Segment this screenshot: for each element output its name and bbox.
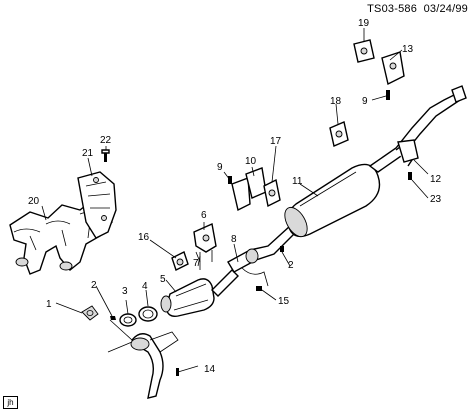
callout-1: 1 xyxy=(46,299,52,310)
callout-5: 5 xyxy=(160,274,166,285)
callout-16: 16 xyxy=(138,232,150,243)
callout-8: 8 xyxy=(231,234,237,245)
callout-9: 9 xyxy=(217,162,223,173)
callout-7: 7 xyxy=(193,258,199,269)
callout-15: 15 xyxy=(278,296,290,307)
callout-14: 14 xyxy=(204,364,216,375)
callout-11: 11 xyxy=(292,176,303,187)
callout-2: 2 xyxy=(91,280,97,291)
callout-23: 23 xyxy=(430,194,442,205)
callout-9b: 9 xyxy=(362,96,368,107)
pipe-gasket xyxy=(138,306,158,322)
callout-13: 13 xyxy=(402,44,414,55)
manifold-heat-shield xyxy=(77,171,117,239)
tailpipe-bracket xyxy=(397,139,419,180)
converter-hanger xyxy=(171,251,189,271)
diagram-code: TS03-586 xyxy=(367,3,418,15)
diagram-header: TS03-586 03/24/99 xyxy=(367,3,468,15)
muffler xyxy=(284,163,381,238)
callout-6: 6 xyxy=(201,210,207,221)
gasket xyxy=(81,305,99,321)
catalytic-converter xyxy=(160,269,239,318)
callout-18: 18 xyxy=(330,96,342,107)
rear-hanger xyxy=(353,39,405,100)
callout-4: 4 xyxy=(142,281,148,292)
front-exhaust-pipe xyxy=(107,319,179,399)
callout-12: 12 xyxy=(430,174,442,185)
leader-lines xyxy=(41,28,429,373)
callout-19: 19 xyxy=(358,18,370,29)
tailpipe xyxy=(368,85,467,173)
callout-labels: 1 2 3 4 5 6 7 8 9 10 11 12 13 14 15 16 1… xyxy=(28,18,442,375)
flange-nut xyxy=(110,316,116,320)
callout-21: 21 xyxy=(82,148,94,159)
hanger-bracket xyxy=(193,222,217,270)
muffler-insulator xyxy=(263,178,281,208)
callout-17: 17 xyxy=(270,136,282,147)
callout-22: 22 xyxy=(100,135,112,146)
sensor-nut xyxy=(280,246,284,252)
callout-2b: 2 xyxy=(288,260,294,271)
corner-mark: jh xyxy=(3,396,18,409)
callout-20: 20 xyxy=(28,196,40,207)
manifold-bolt xyxy=(101,149,110,162)
diagram-date: 03/24/99 xyxy=(423,3,468,15)
intermediate-pipe xyxy=(227,225,297,291)
callout-3: 3 xyxy=(122,286,128,297)
muffler-hanger-bracket xyxy=(228,167,267,212)
tailpipe-hanger xyxy=(329,121,349,147)
flange-gasket xyxy=(119,313,137,327)
callout-10: 10 xyxy=(245,156,257,167)
